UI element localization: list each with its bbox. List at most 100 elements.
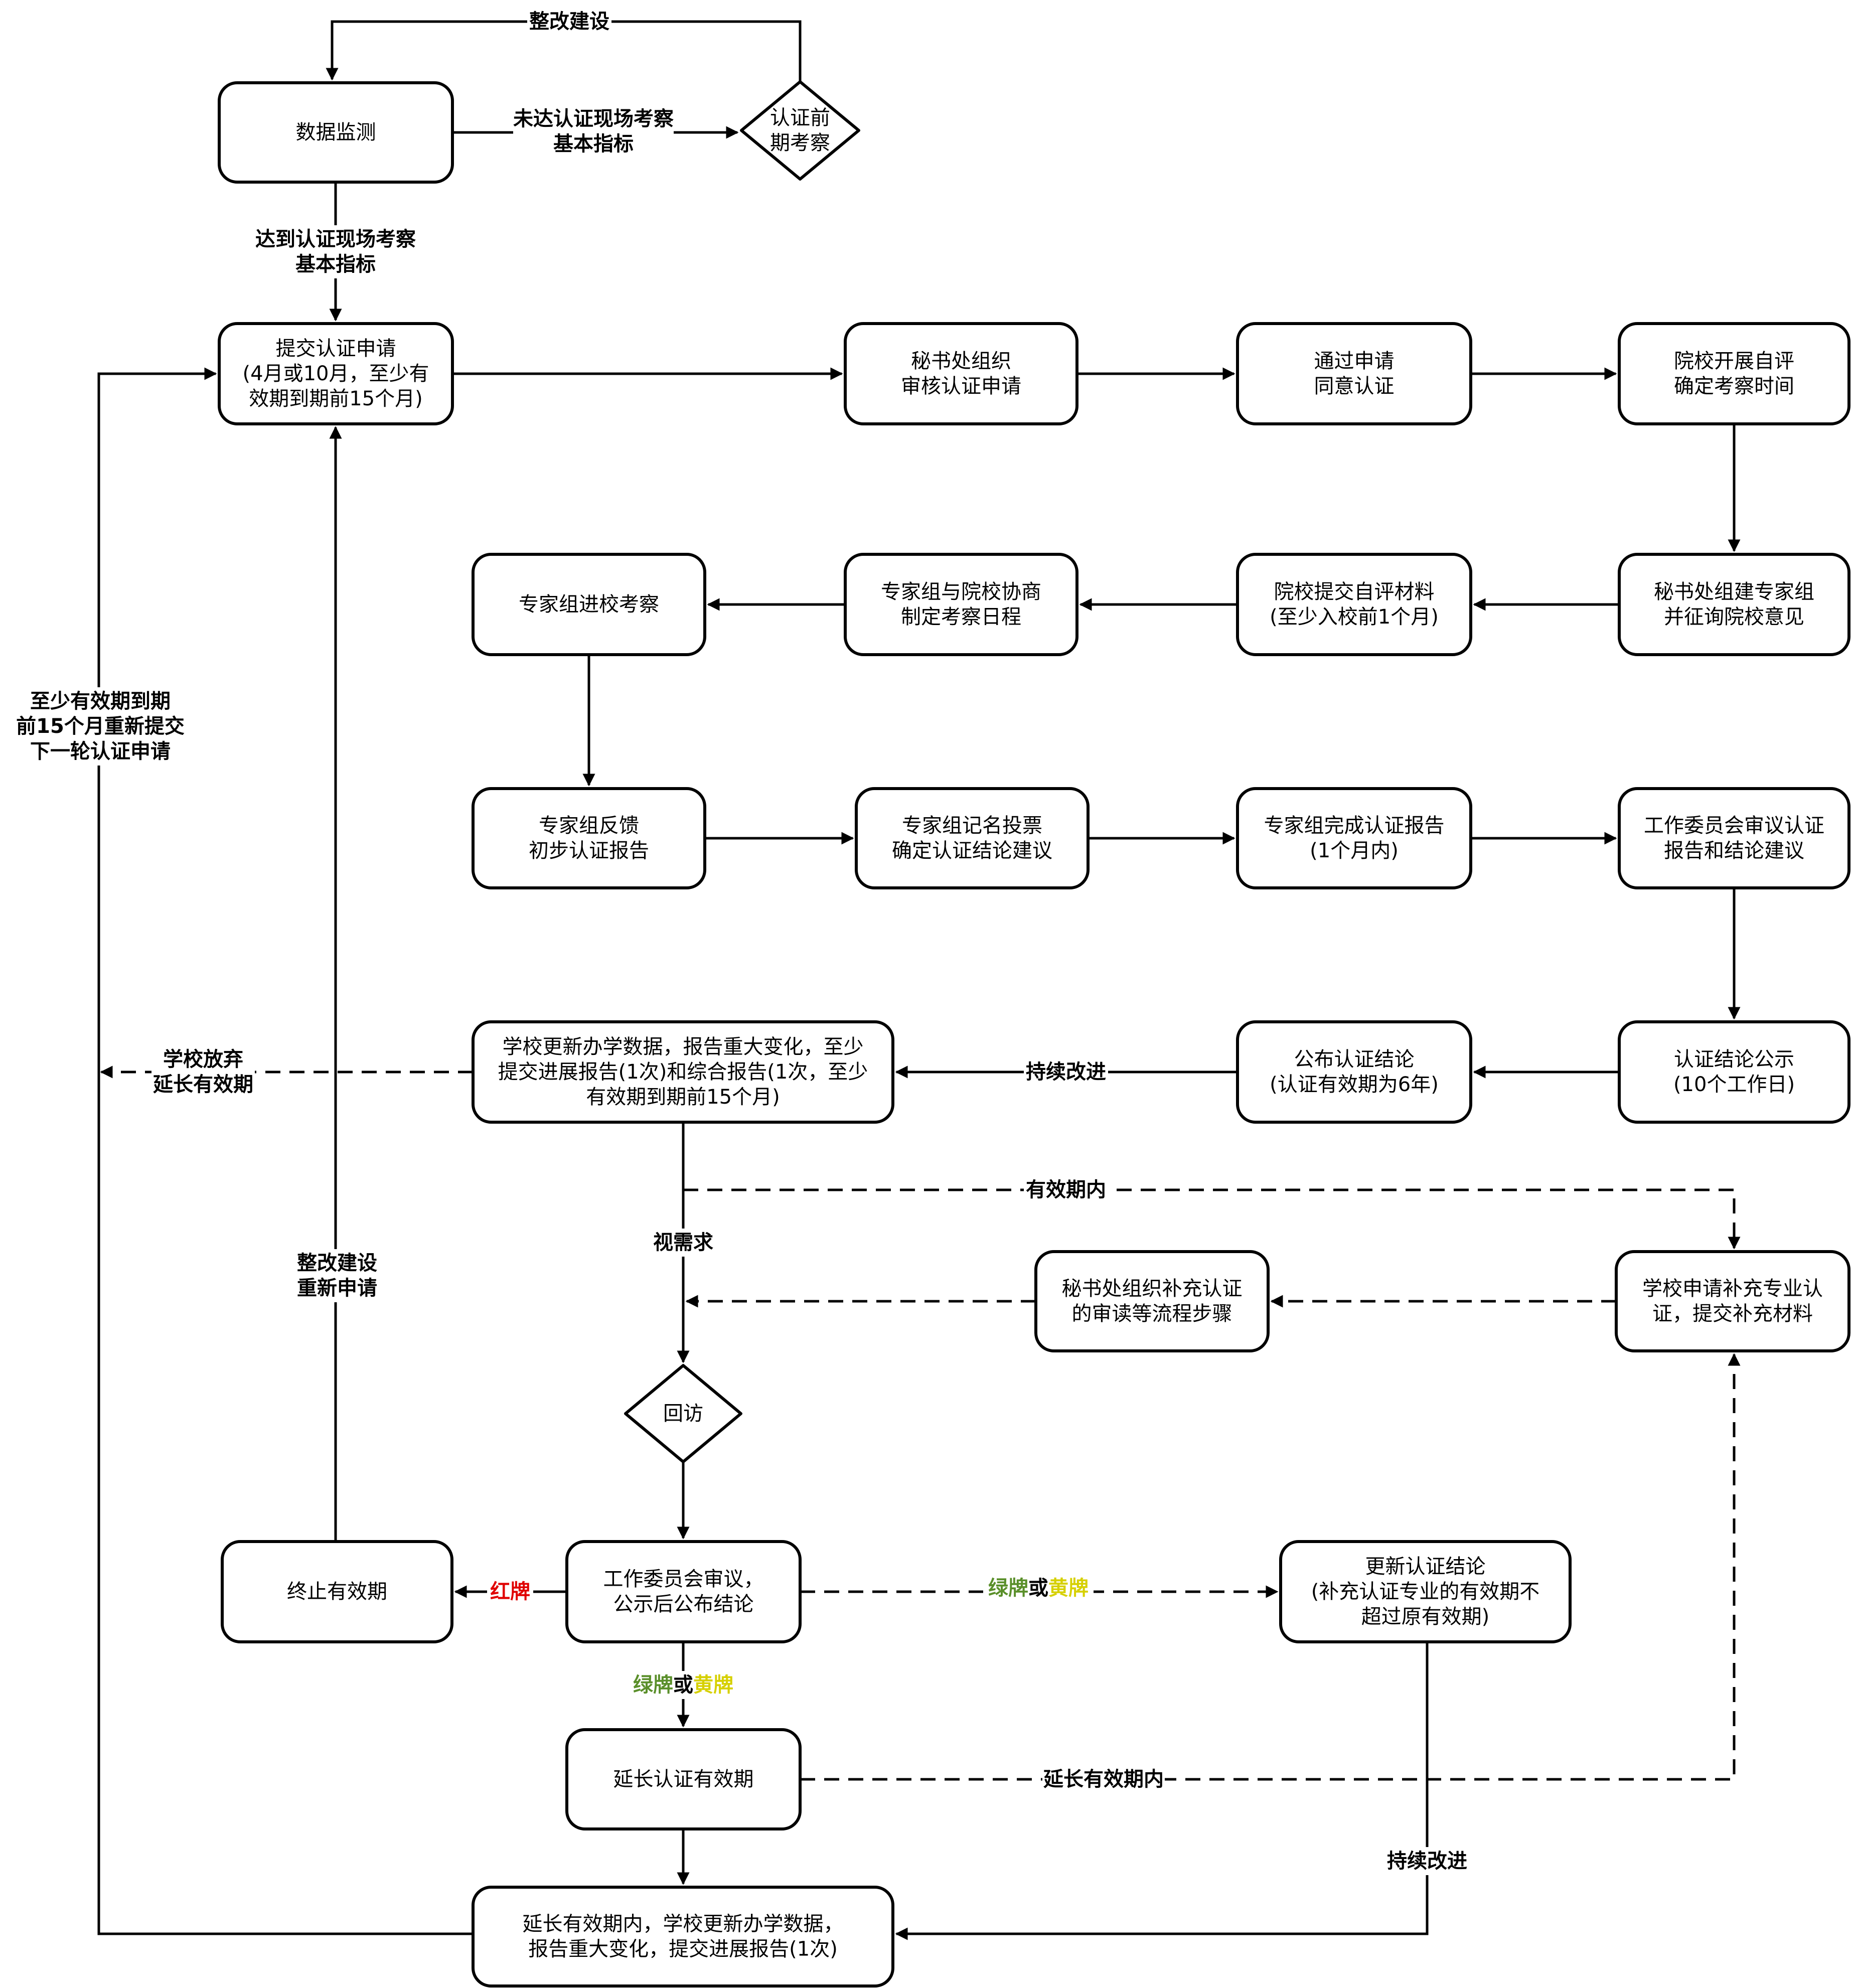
node-text-line: 专家组完成认证报告 [1264, 814, 1445, 837]
edge-extend-supp [800, 1353, 1741, 1781]
node-text-line: 终止有效期 [287, 1580, 387, 1603]
process-box [1615, 1250, 1850, 1352]
node-text-line: (1个月内) [1310, 839, 1399, 862]
process-box [1618, 553, 1850, 656]
process-box [1618, 1020, 1850, 1124]
node-visit: 专家组进校考察 [472, 553, 706, 656]
label-within-extended: 延长有效期内 [1042, 1765, 1165, 1793]
node-revisit: 回访 [624, 1364, 742, 1463]
label-rectify-top: 整改建设 [527, 8, 611, 36]
edge-label-text: 持续改进 [1026, 1060, 1106, 1084]
node-extend: 延长认证有效期 [565, 1728, 802, 1830]
process-box [565, 1728, 802, 1830]
edge-label-text: 下一轮认证申请 [30, 740, 171, 763]
node-text-line: (10个工作日) [1673, 1073, 1795, 1096]
node-text-line: 秘书处组织 [911, 350, 1011, 373]
node-text-line: 期考察 [770, 131, 830, 155]
node-text-line: 延长有效期内，学校更新办学数据， [523, 1913, 844, 1936]
edge-label-text: 整改建设 [297, 1252, 377, 1275]
node-text-line: 延长认证有效期 [613, 1768, 754, 1791]
node-extended-update: 延长有效期内，学校更新办学数据，报告重大变化，提交进展报告(1次) [472, 1886, 894, 1987]
edge-label-text: 未达认证现场考察 [513, 107, 674, 130]
node-text-line: 回访 [663, 1402, 703, 1425]
node-text-line: (4月或10月，至少有 [243, 362, 429, 385]
node-submit-materials: 院校提交自评材料(至少入校前1个月) [1236, 553, 1472, 656]
edge-resubmit [97, 367, 473, 1935]
node-text-line: 公示后公布结论 [613, 1593, 754, 1616]
node-text-line: 院校提交自评材料 [1274, 580, 1435, 603]
process-box [472, 787, 706, 889]
node-text-line: 确定考察时间 [1674, 375, 1794, 398]
edge-label-text: 视需求 [653, 1231, 713, 1254]
node-text-line: 更新认证结论 [1365, 1555, 1486, 1578]
edge-label-text: 延长有效期 [153, 1073, 253, 1096]
label-continuous-2: 持续改进 [1385, 1847, 1469, 1875]
edge-label-text: 至少有效期到期 [30, 690, 171, 713]
node-text-line: (补充认证专业的有效期不 [1311, 1580, 1540, 1603]
process-box [472, 1020, 894, 1124]
node-data-monitor: 数据监测 [218, 81, 454, 184]
node-text-line: 认证结论公示 [1674, 1048, 1794, 1071]
edge-label-text: 绿牌或黄牌 [988, 1577, 1089, 1600]
label-within-validity: 有效期内 [1024, 1176, 1108, 1204]
node-text-line: 专家组记名投票 [902, 814, 1042, 837]
process-box [472, 1886, 894, 1987]
process-box [844, 322, 1078, 425]
edge-label-text: 前15个月重新提交 [16, 715, 185, 738]
process-box [1236, 1020, 1472, 1124]
edge-label-text: 红牌 [490, 1580, 530, 1603]
node-text-line: 有效期到期前15个月) [586, 1086, 780, 1109]
node-report: 专家组完成认证报告(1个月内) [1236, 787, 1472, 889]
label-red-card: 红牌 [487, 1578, 533, 1606]
node-text-line: 效期到期前15个月) [249, 387, 423, 410]
node-text-line: 学校更新办学数据，报告重大变化，至少 [503, 1035, 864, 1058]
process-box [1236, 787, 1472, 889]
edge-label-text: 基本指标 [295, 253, 376, 276]
edge-label-text: 整改建设 [529, 10, 609, 33]
edge-label-text: 持续改进 [1387, 1850, 1467, 1873]
node-text-line: 专家组反馈 [539, 814, 639, 837]
node-text-line: 秘书处组织补充认证 [1062, 1277, 1243, 1300]
node-text-line: 工作委员会审议， [603, 1568, 764, 1591]
process-box [221, 1540, 453, 1643]
process-box [1618, 322, 1850, 425]
edge-label-text: 学校放弃 [163, 1048, 243, 1071]
edge-within-validity [683, 1188, 1741, 1250]
node-text-line: 制定考察日程 [901, 605, 1021, 629]
node-text-line: 专家组与院校协商 [881, 580, 1041, 603]
node-text-line: 的审读等流程步骤 [1072, 1302, 1232, 1325]
node-text-line: 专家组进校考察 [519, 593, 659, 616]
process-box [218, 322, 454, 425]
node-text-line: (至少入校前1个月) [1270, 605, 1439, 629]
node-publish: 公布认证结论(认证有效期为6年) [1236, 1020, 1472, 1124]
node-text-line: 提交进展报告(1次)和综合报告(1次，至少 [498, 1060, 868, 1084]
edge-label-text: 有效期内 [1026, 1178, 1106, 1201]
node-text-line: 初步认证报告 [529, 839, 649, 862]
node-text-line: 超过原有效期) [1361, 1605, 1490, 1628]
edge-label-text: 达到认证现场考察 [255, 228, 416, 251]
node-text-line: 确定认证结论建议 [892, 839, 1052, 862]
node-text-line: 并征询院校意见 [1664, 605, 1804, 629]
process-box [844, 553, 1078, 656]
edge-label-text: 绿牌或黄牌 [633, 1673, 733, 1697]
process-box [1034, 1250, 1270, 1352]
node-text-line: 秘书处组建专家组 [1654, 580, 1814, 603]
decision-diamond [624, 1364, 742, 1463]
node-committee2: 工作委员会审议，公示后公布结论 [565, 1540, 802, 1643]
process-box [1236, 553, 1472, 656]
node-text-line: 报告重大变化，提交进展报告(1次) [528, 1938, 838, 1961]
